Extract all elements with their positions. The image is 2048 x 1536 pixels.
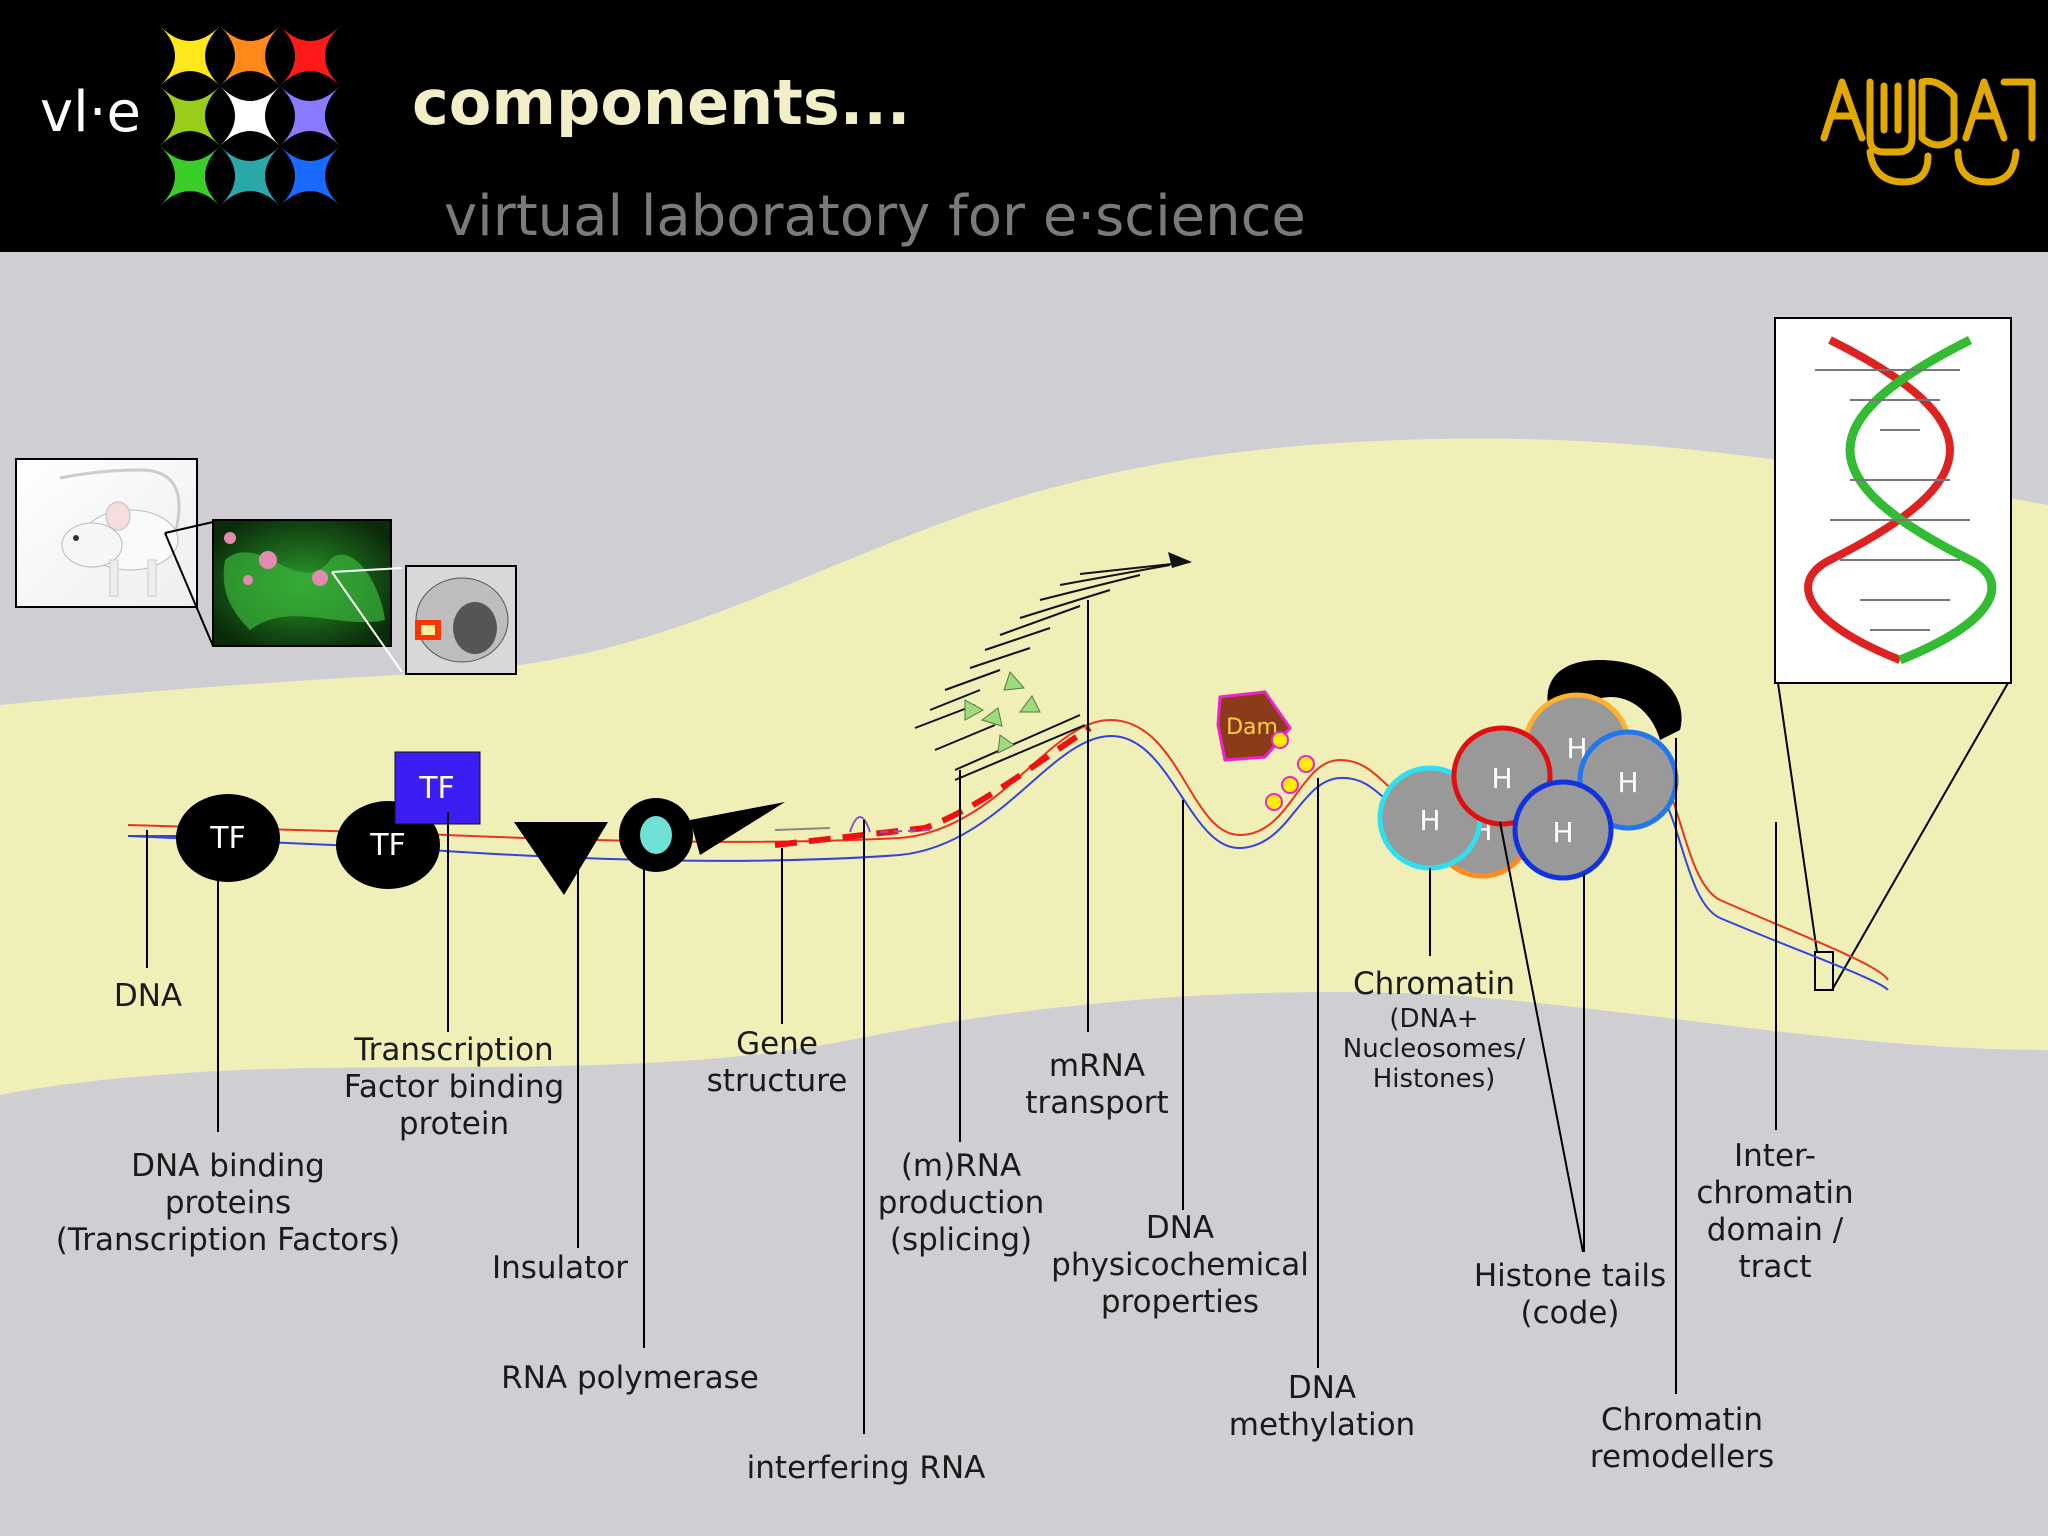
label-chromatin: Chromatin <box>1353 966 1515 1002</box>
svg-text:TF: TF <box>369 828 406 863</box>
label-mrna-transport: mRNA transport <box>1025 1048 1169 1121</box>
ribosome-shapes <box>964 671 1041 754</box>
label-gene-structure: Gene structure <box>706 1026 848 1099</box>
label-chromatin-detail: (DNA+ Nucleosomes/ Histones) <box>1342 1004 1526 1094</box>
dna-helix-image <box>1774 317 2012 684</box>
dna-strand-blue <box>127 734 1889 991</box>
dna-strand-red <box>127 718 1889 981</box>
label-mrna-production: (m)RNA production (splicing) <box>877 1148 1045 1258</box>
logo-star-icon <box>160 146 220 206</box>
logo-star-icon <box>280 26 340 86</box>
rna-polymerase-shape <box>619 798 785 872</box>
leader-lines <box>146 600 1777 1434</box>
slide-title: components... <box>412 66 911 139</box>
svg-text:H: H <box>1552 816 1573 849</box>
svg-text:H: H <box>1617 766 1638 799</box>
label-rna-polymerase: RNA polymerase <box>501 1360 759 1396</box>
logo-star-icon <box>280 86 340 146</box>
logo-star-icon <box>220 26 280 86</box>
remodeller-shape <box>1547 660 1682 740</box>
methylation-stars <box>1265 731 1315 811</box>
cell-microscopy-image <box>212 519 392 647</box>
label-dna: DNA <box>113 978 183 1014</box>
vle-logo-text: vl·e <box>40 80 141 145</box>
dna-zoom-box <box>1814 951 1834 991</box>
label-interfering-rna: interfering RNA <box>746 1450 986 1486</box>
logo-star-icon <box>220 86 280 146</box>
slide-subtitle: virtual laboratory for e·science <box>444 184 1306 249</box>
logo-star-icon <box>280 146 340 206</box>
label-histone-tails: Histone tails (code) <box>1473 1258 1667 1331</box>
logo-star-icon <box>160 26 220 86</box>
insulator-shape <box>514 822 608 895</box>
nucleus-band <box>0 438 2048 1095</box>
tf-node-1: TF <box>176 794 280 882</box>
label-dna-methylation: DNA methylation <box>1228 1370 1416 1443</box>
header-bar: vl·e components... virtual laboratory fo… <box>0 0 2048 252</box>
tf-node-3: TF <box>394 751 481 825</box>
mrna-strands <box>914 561 1191 781</box>
label-inter-chromatin: Inter- chromatin domain / tract <box>1696 1138 1854 1285</box>
label-chromatin-remodellers: Chromatin remodellers <box>1589 1402 1775 1475</box>
mouse-image <box>15 458 198 608</box>
gene-dashed-line <box>774 725 1092 848</box>
label-dna-binding-proteins: DNA binding proteins (Transcription Fact… <box>55 1148 401 1258</box>
label-dna-physicochemical: DNA physicochemical properties <box>1051 1210 1309 1320</box>
svg-text:TF: TF <box>418 771 455 806</box>
svg-text:TF: TF <box>209 821 246 856</box>
interfering-rna-loop <box>849 816 871 833</box>
institute-logo-icon <box>1820 77 2036 186</box>
logo-star-icon <box>220 146 280 206</box>
svg-text:H: H <box>1419 804 1440 837</box>
nucleus-em-image <box>405 565 517 675</box>
label-tf-binding-protein: Transcription Factor binding protein <box>343 1032 565 1142</box>
label-insulator: Insulator <box>491 1250 629 1286</box>
svg-text:H: H <box>1566 732 1587 765</box>
svg-text:Dam: Dam <box>1226 715 1278 740</box>
vle-logo-icon <box>160 26 340 206</box>
logo-star-icon <box>160 86 220 146</box>
svg-text:H: H <box>1491 762 1512 795</box>
